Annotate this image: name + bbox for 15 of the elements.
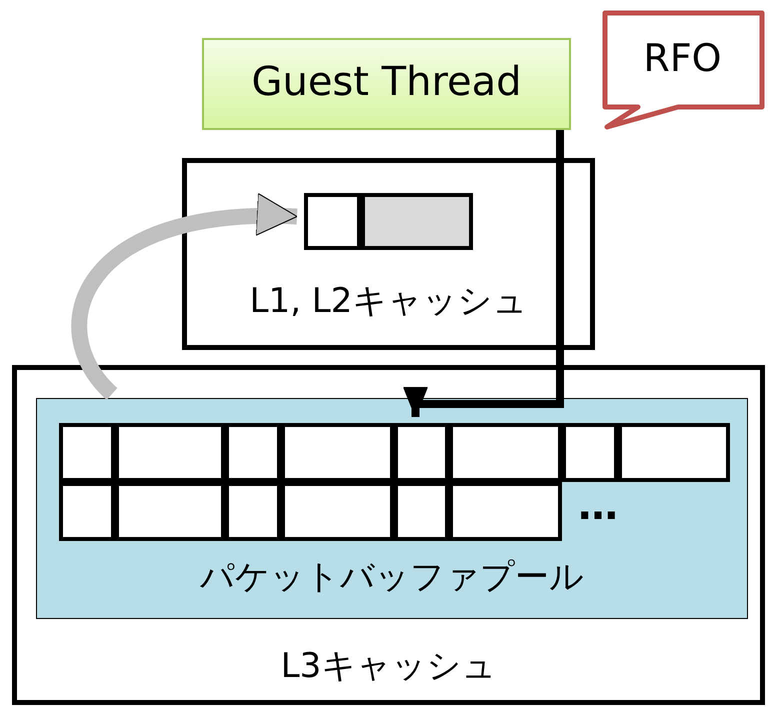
node-label: パケットバッファプール [200, 559, 584, 596]
cache-box [12, 365, 765, 705]
arrow [403, 130, 564, 418]
curved-arrow [72, 194, 298, 400]
cache-line-slot [304, 193, 361, 250]
node-label: L1, L2キャッシュ [250, 283, 528, 320]
buffer-pool-band [36, 398, 748, 619]
cache-line-slot [361, 193, 473, 250]
node-label: RFO [643, 38, 722, 80]
node-label: Guest Thread [251, 60, 522, 104]
cache-box [182, 158, 595, 350]
process-box [202, 38, 571, 130]
ellipsis-label: … [578, 484, 618, 528]
buffer-slot [618, 423, 730, 482]
node-label: L3キャッシュ [280, 648, 496, 686]
